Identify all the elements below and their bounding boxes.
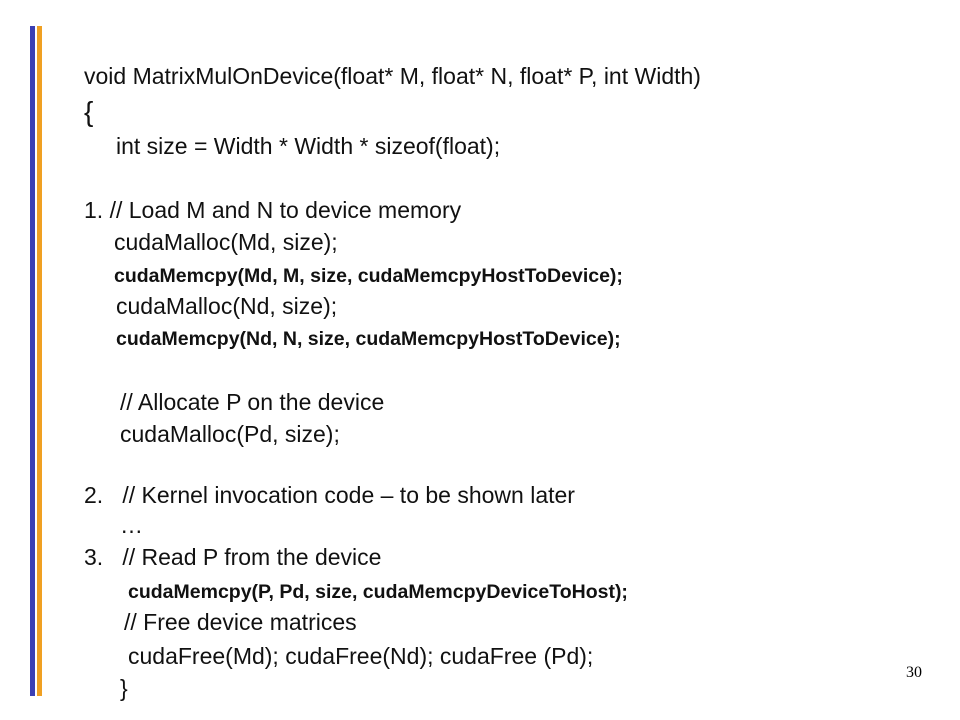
malloc-nd: cudaMalloc(Nd, size); — [116, 293, 338, 319]
cuda-free-calls: cudaFree(Md); cudaFree(Nd); cudaFree (Pd… — [128, 643, 594, 669]
malloc-md: cudaMalloc(Md, size); — [114, 229, 338, 255]
left-accent-bar-blue — [30, 26, 35, 696]
open-brace: { — [84, 96, 94, 127]
memcpy-nd: cudaMemcpy(Nd, N, size, cudaMemcpyHostTo… — [116, 328, 621, 350]
memcpy-p: cudaMemcpy(P, Pd, size, cudaMemcpyDevice… — [128, 581, 628, 603]
left-accent-bar-orange — [37, 26, 42, 696]
size-declaration: int size = Width * Width * sizeof(float)… — [116, 133, 501, 159]
step1-comment: 1. // Load M and N to device memory — [84, 197, 462, 223]
step3-comment: 3. // Read P from the device — [84, 544, 382, 570]
ellipsis: … — [120, 512, 143, 538]
free-comment: // Free device matrices — [124, 609, 357, 635]
malloc-pd: cudaMalloc(Pd, size); — [120, 421, 340, 447]
step2-comment: 2. // Kernel invocation code – to be sho… — [84, 482, 575, 508]
function-signature: void MatrixMulOnDevice(float* M, float* … — [84, 63, 701, 89]
close-brace: } — [120, 675, 128, 701]
allocate-p-comment: // Allocate P on the device — [120, 389, 385, 415]
page-number: 30 — [906, 664, 922, 681]
memcpy-md: cudaMemcpy(Md, M, size, cudaMemcpyHostTo… — [114, 265, 623, 287]
